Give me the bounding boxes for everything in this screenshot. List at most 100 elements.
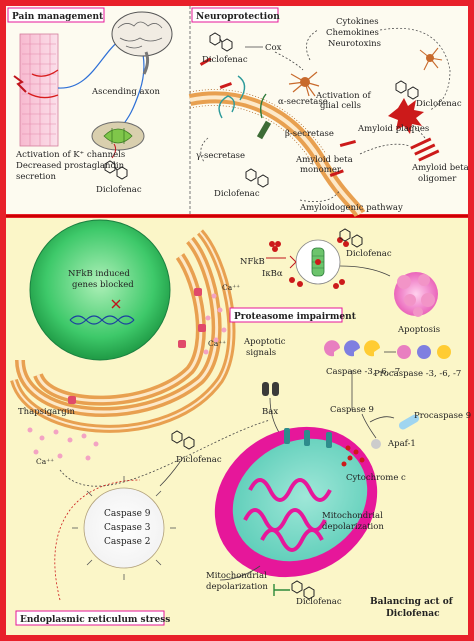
panel-tag-neuro: Neuroprotection	[196, 12, 280, 22]
nucleus	[29, 219, 171, 361]
oligomer-to-plaque-arrow	[410, 123, 426, 139]
amyloid-oligomer	[410, 137, 440, 162]
nfkb-blocked-cross	[111, 299, 121, 309]
label-caspase9: Caspase 9	[330, 405, 374, 415]
panel-tag-proteasome: Proteasome impairment	[234, 312, 357, 322]
diclofenac-molecule-pain	[104, 160, 128, 180]
label-neurotoxins: Neurotoxins	[328, 39, 381, 49]
label-ca-1: Ca⁺⁺	[222, 283, 240, 292]
label-amyloid-oligomer-2: oligomer	[418, 174, 457, 184]
diclofenac-arrow-pain	[111, 143, 117, 159]
skin-cells	[22, 34, 56, 146]
label-thapsigargin: Thapsigargin	[18, 407, 75, 417]
label-mito-bottom-1: Mitochondrial	[206, 571, 267, 581]
dna-helix	[69, 315, 135, 325]
apaf-protein	[371, 414, 420, 449]
bax-arrow	[269, 397, 281, 435]
mitochondrion	[214, 426, 378, 578]
label-bax: Bax	[262, 407, 278, 417]
label-activation-2: Decreased prostaglandin	[16, 161, 125, 171]
app-protein	[256, 93, 272, 140]
label-diclofenac-pain: Diclofenac	[96, 185, 142, 195]
proteasome-icon	[311, 247, 325, 277]
apoptotic-cell	[394, 272, 438, 317]
diclofenac-molecule-bottom	[291, 580, 315, 600]
spinal-cord-section	[91, 121, 145, 151]
label-caspase-367: Caspase -3, -6, -7	[326, 367, 400, 377]
ca-ions	[27, 293, 227, 461]
label-diclofenac-neuro-top: Diclofenac	[202, 55, 248, 65]
label-nfkb-genes-2: genes blocked	[72, 280, 134, 290]
ca-channels	[68, 288, 206, 404]
casp9-arrow	[369, 416, 395, 423]
glial-to-cytokines-arrow	[306, 29, 319, 61]
label-activation-3: secretion	[16, 172, 56, 182]
lightning-icon	[13, 75, 27, 93]
label-procaspase9: Procaspase 9	[414, 411, 471, 421]
label-nfkb-genes-1: NFkB induced	[68, 269, 130, 279]
label-activation-glial-1: Activation of	[315, 91, 371, 101]
label-casp3: Caspase 3	[104, 523, 151, 533]
label-diclofenac-proteasome: Diclofenac	[346, 249, 392, 259]
label-chemokines: Chemokines	[326, 28, 379, 38]
lipid-membrane	[188, 89, 366, 218]
label-cox: Cox	[265, 43, 282, 53]
label-casp2: Caspase 2	[104, 537, 151, 547]
label-gamma-secretase: γ-secretase	[196, 151, 245, 161]
er-arc-arrow	[54, 479, 141, 601]
label-activation-glial-2: glial cells	[320, 101, 361, 111]
proteasome-block	[289, 255, 297, 269]
panel-tag-er-stress: Endoplasmic reticulum stress	[20, 615, 170, 625]
label-diclofenac-neuro-right: Diclofenac	[416, 99, 462, 109]
label-ikba: IκBα	[262, 269, 283, 279]
label-cytokines: Cytokines	[336, 17, 379, 27]
mito-channels	[284, 428, 332, 448]
label-beta-secretase: β-secretase	[285, 129, 334, 139]
apaf-mito-arrow	[361, 413, 377, 439]
mito-bottom-arrow	[219, 565, 261, 581]
label-apaf: Apaf-1	[387, 439, 416, 449]
label-diclofenac-neuro-bottom: Diclofenac	[214, 189, 260, 199]
amyloid-monomers	[199, 57, 356, 177]
diclofenac-molecule-proteasome	[339, 228, 363, 248]
diclofenac-molecule-neuro-bottom	[245, 168, 269, 188]
top-panel	[6, 6, 468, 214]
cytochrome-c-dots	[341, 445, 365, 467]
diclofenac-molecule-neuro-right	[395, 80, 419, 100]
caspase-wheel	[72, 476, 176, 580]
red-nerve-lines	[27, 69, 59, 99]
caspase-367-pacmen	[324, 340, 380, 357]
dashed-cycle	[379, 27, 451, 111]
label-casp9: Caspase 9	[104, 509, 151, 519]
procaspase-367-icons	[397, 345, 451, 359]
label-ca-2: Ca⁺⁺	[208, 339, 226, 348]
label-apoptotic-2: signals	[246, 348, 276, 358]
label-apoptotic-1: Apoptotic	[243, 337, 286, 347]
label-nfkb: NFkB	[240, 257, 265, 267]
diclofenac-er-arrow	[159, 461, 181, 487]
diclofenac-inhibit-line	[273, 584, 290, 596]
label-amyloid-oligomer-1: Amyloid beta	[411, 163, 469, 173]
label-ca-3: Ca⁺⁺	[36, 457, 54, 466]
secretase-blob-a	[218, 95, 235, 119]
balance-title-2: Diclofenac	[386, 609, 440, 619]
label-diclofenac-bottom: Diclofenac	[296, 597, 342, 607]
label-alpha-secretase: α-secretase	[278, 97, 328, 107]
secretase-blob-b	[237, 75, 246, 101]
label-procaspase-367: Procaspase -3, -6, -7	[374, 369, 461, 379]
amyloid-plaque	[388, 98, 424, 134]
ca-to-mito-arrow	[59, 419, 271, 487]
label-apoptosis: Apoptosis	[397, 325, 440, 335]
label-mito-depol-1: Mitochondrial	[322, 511, 383, 521]
label-diclofenac-er: Diclofenac	[176, 455, 222, 465]
amyloidogenic-arrow	[299, 189, 341, 203]
label-mito-depol-2: depolarization	[322, 522, 384, 532]
nfkb-complexes	[269, 237, 349, 289]
label-mito-bottom-2: depolarization	[206, 582, 268, 592]
prot-to-apoptosis-arrow	[339, 265, 391, 277]
gamma-arrow	[200, 137, 209, 163]
brain-icon	[111, 11, 173, 75]
monomer-to-oligomer-arrow	[359, 143, 411, 155]
label-amyloid-monomer-1: Amyloid beta	[295, 155, 353, 165]
